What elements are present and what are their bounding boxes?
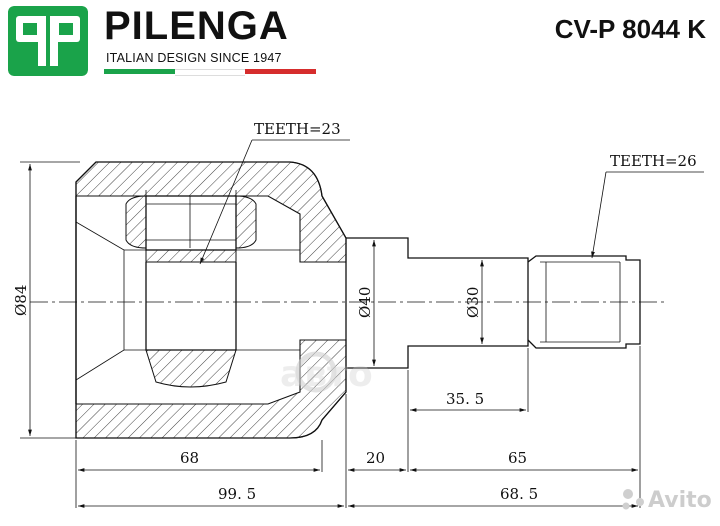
watermark-avito-text: Avito: [648, 488, 712, 513]
extension-lines: [75, 346, 641, 508]
part-number: CV-P 8044 K: [554, 14, 706, 44]
shaft: [346, 237, 641, 369]
flag-white: [174, 69, 246, 76]
dim-shaft-length-label: 65: [508, 449, 527, 467]
dim-housing-diameter-label: Ø84: [12, 285, 30, 316]
dim-row-2: 99. 5 68. 5: [78, 485, 638, 508]
watermark-center: авто: [280, 351, 373, 395]
dim-neck-length-label: 20: [366, 449, 385, 467]
dim-neck-diameter: Ø40: [356, 240, 376, 366]
brand-name: PILENGA: [104, 4, 289, 48]
dim-spline-length: 35. 5: [410, 390, 526, 412]
tripod: [125, 190, 257, 388]
dim-neck-diameter-label: Ø40: [356, 287, 374, 318]
pilenga-logo-icon: [8, 6, 88, 76]
teeth-inner-label: TEETH=23: [254, 120, 341, 138]
dim-housing-length-label: 68: [180, 449, 199, 467]
brand-tagline: ITALIAN DESIGN SINCE 1947: [106, 51, 282, 65]
dim-shaft-diameter-label: Ø30: [464, 287, 482, 318]
dim-total-left-label: 99. 5: [218, 485, 256, 503]
teeth-outer-label: TEETH=26: [610, 152, 697, 170]
dim-row-1: 68 20 65: [78, 449, 638, 472]
housing: [75, 161, 347, 439]
dim-shaft-diameter: Ø30: [464, 260, 484, 344]
teeth-outer-leader: TEETH=26: [591, 152, 704, 259]
watermark-center-text: авто: [280, 354, 373, 395]
italian-flag-stripe: [104, 69, 317, 76]
flag-green: [104, 69, 175, 74]
flag-red: [245, 69, 317, 74]
dim-total-right-label: 68. 5: [500, 485, 538, 503]
watermark-avito: Avito: [622, 488, 712, 513]
dim-housing-diameter: Ø84: [12, 161, 80, 439]
header: PILENGA ITALIAN DESIGN SINCE 1947 CV-P 8…: [0, 0, 720, 84]
dim-spline-length-label: 35. 5: [446, 390, 484, 408]
teeth-inner-leader: TEETH=23: [199, 120, 350, 265]
